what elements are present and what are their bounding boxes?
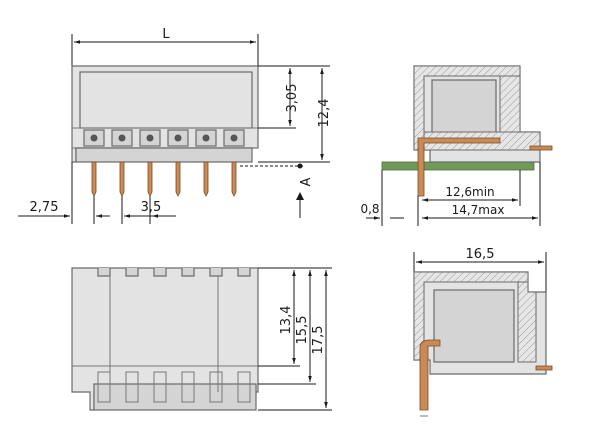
dim-pitch-label: 3,5 <box>141 200 162 215</box>
contact-cell <box>111 129 133 147</box>
dim-pin-max-label: 14,7max <box>452 203 505 217</box>
pin <box>119 161 125 197</box>
top-housing-lower <box>93 383 257 411</box>
pin <box>175 161 181 197</box>
pin-row <box>91 161 237 197</box>
dim-height-top-label: 3,05 <box>285 84 300 113</box>
side2-cavity <box>433 289 515 363</box>
contact-cell <box>223 129 245 147</box>
pcb-board <box>381 161 535 171</box>
dim-134-label: 13,4 <box>279 306 294 335</box>
side2-pin <box>419 339 441 411</box>
side-view-pcb: 12,6min 14,7max 0,8 <box>360 65 553 226</box>
top-notch <box>125 268 139 277</box>
pin <box>91 161 97 197</box>
pin <box>231 161 237 197</box>
housing-bottom-rail <box>75 147 253 163</box>
top-slot <box>209 371 223 403</box>
side-housing-hatch <box>413 65 521 151</box>
contact-cell <box>83 129 105 147</box>
front-view: L 3,05 12,4 <box>18 27 332 224</box>
pin <box>147 161 153 197</box>
datum-arrow-icon <box>296 192 304 200</box>
side2-housing-hatch <box>517 281 537 363</box>
datum-label: A <box>299 177 314 186</box>
dim-pin-min-label: 12,6min <box>445 185 494 199</box>
top-slot <box>237 371 251 403</box>
top-notch <box>209 268 223 277</box>
side2-pin-tip <box>535 365 553 371</box>
top-notch <box>181 268 195 277</box>
contact-cell <box>195 129 217 147</box>
top-notch <box>153 268 167 277</box>
top-notch <box>237 268 251 277</box>
top-slot <box>181 371 195 403</box>
side-view-bottom: 16,5 <box>413 247 553 417</box>
top-view: 13,4 15,5 17,5 <box>71 267 332 411</box>
contact-cell <box>139 129 161 147</box>
side-cavity <box>431 79 497 137</box>
side-housing-hatch <box>499 75 521 141</box>
dim-height-total-label: 12,4 <box>317 99 332 128</box>
datum-point <box>297 163 303 169</box>
top-slot-row <box>97 371 251 403</box>
top-notch-row <box>97 268 251 277</box>
dim-155-label: 15,5 <box>295 316 310 345</box>
dim-175-label: 17,5 <box>311 326 326 355</box>
top-slot <box>97 371 111 403</box>
pin <box>203 161 209 197</box>
dim-pcb-label: 0,8 <box>360 202 379 216</box>
dim-length-label: L <box>162 27 170 42</box>
dim-offset-label: 2,75 <box>30 200 59 215</box>
contact-row <box>83 129 245 147</box>
side-pin-tip <box>529 145 553 151</box>
top-slot <box>153 371 167 403</box>
top-slot <box>125 371 139 403</box>
side2-housing-hatch <box>413 271 529 361</box>
dim-depth-label: 16,5 <box>466 247 495 262</box>
top-notch <box>97 268 111 277</box>
housing-cavity <box>79 71 253 129</box>
contact-cell <box>167 129 189 147</box>
